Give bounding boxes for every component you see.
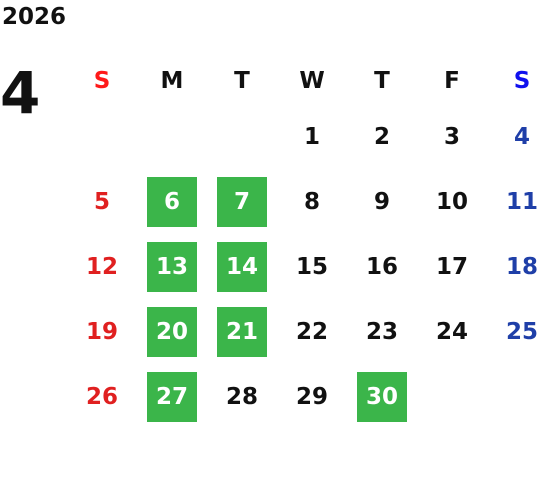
- calendar-day[interactable]: 18: [487, 234, 548, 299]
- calendar-day[interactable]: 9: [347, 169, 417, 234]
- calendar-day-highlighted[interactable]: 13: [137, 234, 207, 299]
- calendar-day[interactable]: 3: [417, 104, 487, 169]
- calendar-day-number: 8: [303, 188, 320, 215]
- calendar-day-number: 20: [147, 306, 197, 357]
- calendar-day-number: 30: [357, 371, 407, 422]
- calendar-day-number: 17: [435, 253, 468, 280]
- calendar-day-number: 6: [147, 176, 197, 227]
- calendar-day-number: 26: [85, 383, 118, 410]
- weekday-tuesday: T: [234, 68, 250, 94]
- calendar-day-number: 18: [505, 253, 538, 280]
- calendar-week-row: 1 2 3 4: [67, 104, 548, 169]
- calendar-day-number: 7: [217, 176, 267, 227]
- calendar-day-number: 14: [217, 241, 267, 292]
- calendar-day-number: 13: [147, 241, 197, 292]
- calendar-day[interactable]: 8: [277, 169, 347, 234]
- weekday-wednesday: W: [299, 68, 325, 94]
- calendar-week-row: 12 13 14 15 16 17 18: [67, 234, 548, 299]
- calendar-day-empty: [67, 104, 137, 169]
- weekday-sunday: S: [93, 68, 111, 94]
- calendar-day-number: 24: [435, 318, 468, 345]
- calendar-day-empty: [487, 364, 548, 429]
- calendar-day-empty: [207, 104, 277, 169]
- calendar-day[interactable]: 15: [277, 234, 347, 299]
- calendar-day[interactable]: 12: [67, 234, 137, 299]
- calendar-day[interactable]: 26: [67, 364, 137, 429]
- calendar-day-number: 1: [303, 123, 320, 150]
- calendar-day-number: 9: [373, 188, 390, 215]
- calendar-day-highlighted[interactable]: 14: [207, 234, 277, 299]
- weekday-monday: M: [160, 68, 184, 94]
- calendar-day-number: 16: [365, 253, 398, 280]
- calendar-day-number: 3: [443, 123, 460, 150]
- calendar-day-number: 19: [85, 318, 118, 345]
- calendar-day[interactable]: 22: [277, 299, 347, 364]
- calendar-day[interactable]: 28: [207, 364, 277, 429]
- calendar-day-number: 5: [93, 188, 110, 215]
- calendar-week-row: 19 20 21 22 23 24 25: [67, 299, 548, 364]
- calendar-day-number: 15: [295, 253, 328, 280]
- calendar-day[interactable]: 29: [277, 364, 347, 429]
- calendar-week-row: 26 27 28 29 30: [67, 364, 548, 429]
- calendar-day-number: [147, 112, 197, 162]
- calendar-day-empty: [137, 104, 207, 169]
- calendar-day-empty: [417, 364, 487, 429]
- calendar-day-number: 11: [505, 188, 538, 215]
- calendar-day-highlighted[interactable]: 20: [137, 299, 207, 364]
- calendar-day[interactable]: 23: [347, 299, 417, 364]
- calendar-month: 4: [0, 59, 41, 127]
- calendar-day-number: [77, 112, 127, 162]
- calendar-day-number: [217, 112, 267, 162]
- calendar-day-highlighted[interactable]: 21: [207, 299, 277, 364]
- calendar-day-highlighted[interactable]: 30: [347, 364, 417, 429]
- calendar-day-number: 10: [435, 188, 468, 215]
- calendar-day[interactable]: 10: [417, 169, 487, 234]
- weekday-thursday: T: [374, 68, 390, 94]
- calendar-day-highlighted[interactable]: 7: [207, 169, 277, 234]
- calendar-day-number: 22: [295, 318, 328, 345]
- calendar-year: 2026: [2, 4, 67, 30]
- weekday-saturday: S: [513, 68, 531, 94]
- calendar-day-number: 12: [85, 253, 118, 280]
- calendar-day-number: 29: [295, 383, 328, 410]
- calendar-day[interactable]: 1: [277, 104, 347, 169]
- calendar-day-number: 2: [373, 123, 390, 150]
- calendar-day-number: [427, 372, 477, 422]
- calendar-day-number: [497, 372, 547, 422]
- calendar-day-number: 28: [225, 383, 258, 410]
- calendar-day[interactable]: 11: [487, 169, 548, 234]
- calendar-day[interactable]: 25: [487, 299, 548, 364]
- calendar-day-number: 23: [365, 318, 398, 345]
- calendar-day[interactable]: 24: [417, 299, 487, 364]
- weekday-header-row: S M T W T F S: [67, 58, 548, 104]
- calendar-day-highlighted[interactable]: 27: [137, 364, 207, 429]
- calendar-day-number: 21: [217, 306, 267, 357]
- calendar-day[interactable]: 16: [347, 234, 417, 299]
- weekday-friday: F: [444, 68, 460, 94]
- calendar-day[interactable]: 17: [417, 234, 487, 299]
- calendar-day[interactable]: 2: [347, 104, 417, 169]
- calendar-day[interactable]: 5: [67, 169, 137, 234]
- calendar-day-number: 4: [513, 123, 530, 150]
- calendar-day[interactable]: 4: [487, 104, 548, 169]
- calendar-day-number: 25: [505, 318, 538, 345]
- calendar-day-number: 27: [147, 371, 197, 422]
- calendar-day[interactable]: 19: [67, 299, 137, 364]
- calendar-day-highlighted[interactable]: 6: [137, 169, 207, 234]
